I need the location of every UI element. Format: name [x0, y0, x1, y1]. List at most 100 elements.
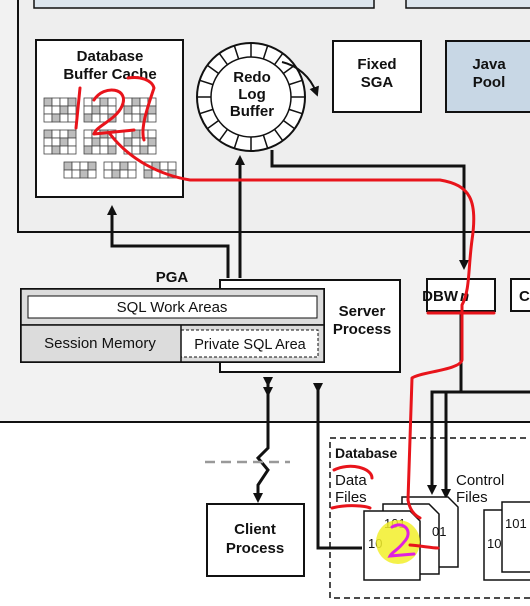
java-pool: Java Pool: [445, 40, 530, 113]
data-files-label-1: Data: [335, 472, 367, 489]
buffer-cell: [127, 161, 137, 171]
control-files-label-2: Files: [456, 489, 488, 506]
buffer-cell: [167, 161, 177, 171]
line-right-to-control-files: [441, 390, 530, 499]
redo-segment: [206, 64, 220, 75]
client-process: Client Process: [206, 503, 305, 577]
buffer-cell: [59, 97, 69, 107]
buffer-cell: [43, 145, 53, 155]
control-file-stack: 101 10: [483, 501, 530, 581]
partial-process-box: C: [510, 278, 530, 312]
buffer-cell: [147, 129, 157, 139]
sga-to-dbwn-connector: [270, 150, 469, 270]
server-process-label-2: Process: [333, 321, 391, 338]
magenta-ink-annotation: [387, 523, 416, 558]
buffer-cell: [99, 145, 109, 155]
buffer-cell: [83, 129, 93, 139]
buffer-cell: [131, 113, 141, 123]
client-process-label-1: Client: [234, 521, 276, 538]
file-bits-5: 10: [487, 536, 501, 551]
buffer-cell: [59, 113, 69, 123]
buffer-cell: [43, 137, 53, 147]
buffer-grid: [123, 97, 157, 123]
buffer-cell: [43, 113, 53, 123]
buffer-cell: [51, 113, 61, 123]
buffer-grid: [43, 97, 77, 123]
redo-segment: [273, 128, 284, 142]
buffer-cell: [99, 97, 109, 107]
buffer-cell: [79, 161, 89, 171]
buffer-cell: [43, 129, 53, 139]
buffer-cell: [143, 169, 153, 179]
buffer-cell: [111, 169, 121, 179]
buffer-cell: [139, 97, 149, 107]
buffer-cell: [63, 169, 73, 179]
arrow-pga-to-buffer-cache: [107, 205, 230, 278]
fixed-sga: Fixed SGA: [332, 40, 422, 113]
database-label: Database: [335, 445, 397, 461]
buffer-cell: [83, 105, 93, 115]
pga-label: PGA: [156, 269, 189, 286]
buffer-cell: [51, 97, 61, 107]
redo-segment: [233, 45, 240, 60]
buffer-cell: [103, 161, 113, 171]
buffer-cell: [123, 97, 133, 107]
buffer-cell: [67, 97, 77, 107]
buffer-cell: [159, 161, 169, 171]
buffer-grid: [123, 129, 157, 155]
session-memory-label: Session Memory: [44, 335, 156, 352]
buffer-cell: [59, 137, 69, 147]
buffer-cell: [91, 105, 101, 115]
buffer-cell: [59, 105, 69, 115]
redo-segment: [218, 52, 229, 66]
yellow-highlight-mark: [376, 520, 420, 564]
pga-block: SQL Work Areas Session Memory Private SQ…: [20, 279, 401, 373]
redo-log-buffer: Redo Log Buffer: [196, 42, 319, 152]
buffer-cell: [83, 113, 93, 123]
buffer-cell: [67, 113, 77, 123]
server-client-connection: [253, 387, 273, 503]
buffer-cell: [119, 169, 129, 179]
buffer-cell: [119, 161, 129, 171]
buffer-cell: [71, 161, 81, 171]
buffer-cell: [107, 105, 117, 115]
buffer-grid-group: [43, 97, 177, 179]
redo-segment: [218, 128, 229, 142]
top-box-right: [405, 0, 530, 9]
redo-segment: [273, 52, 284, 66]
buffer-cell: [123, 113, 133, 123]
buffer-cell: [131, 145, 141, 155]
buffer-cell: [67, 129, 77, 139]
buffer-grid: [63, 161, 97, 179]
buffer-cell: [43, 105, 53, 115]
redo-label-3: Buffer: [230, 103, 274, 120]
buffer-grid: [43, 129, 77, 155]
redo-segment: [199, 108, 214, 115]
buffer-cell: [79, 169, 89, 179]
file-bits-2: 01: [432, 524, 446, 539]
buffer-cell: [91, 145, 101, 155]
fixed-sga-label-2: SGA: [361, 74, 394, 91]
buffer-cell: [99, 105, 109, 115]
top-box-left: [33, 0, 375, 9]
buffer-cell: [131, 105, 141, 115]
buffer-cell: [63, 161, 73, 171]
buffer-cell: [139, 145, 149, 155]
redo-segment: [199, 79, 214, 86]
buffer-cell: [107, 145, 117, 155]
buffer-cell: [67, 137, 77, 147]
buffer-cell: [147, 145, 157, 155]
buffer-cache-label-1: Database: [77, 48, 144, 65]
data-files-label-2: Files: [335, 489, 367, 506]
red-ink-annotations: [74, 76, 496, 550]
dbwn-label: DBW: [422, 288, 459, 305]
redo-segment: [288, 79, 303, 86]
client-process-label-2: Process: [226, 540, 284, 557]
buffer-cell: [83, 97, 93, 107]
redo-segment: [288, 108, 303, 115]
buffer-cell: [51, 105, 61, 115]
buffer-cell: [147, 137, 157, 147]
buffer-grid: [103, 161, 137, 179]
buffer-cell: [59, 129, 69, 139]
